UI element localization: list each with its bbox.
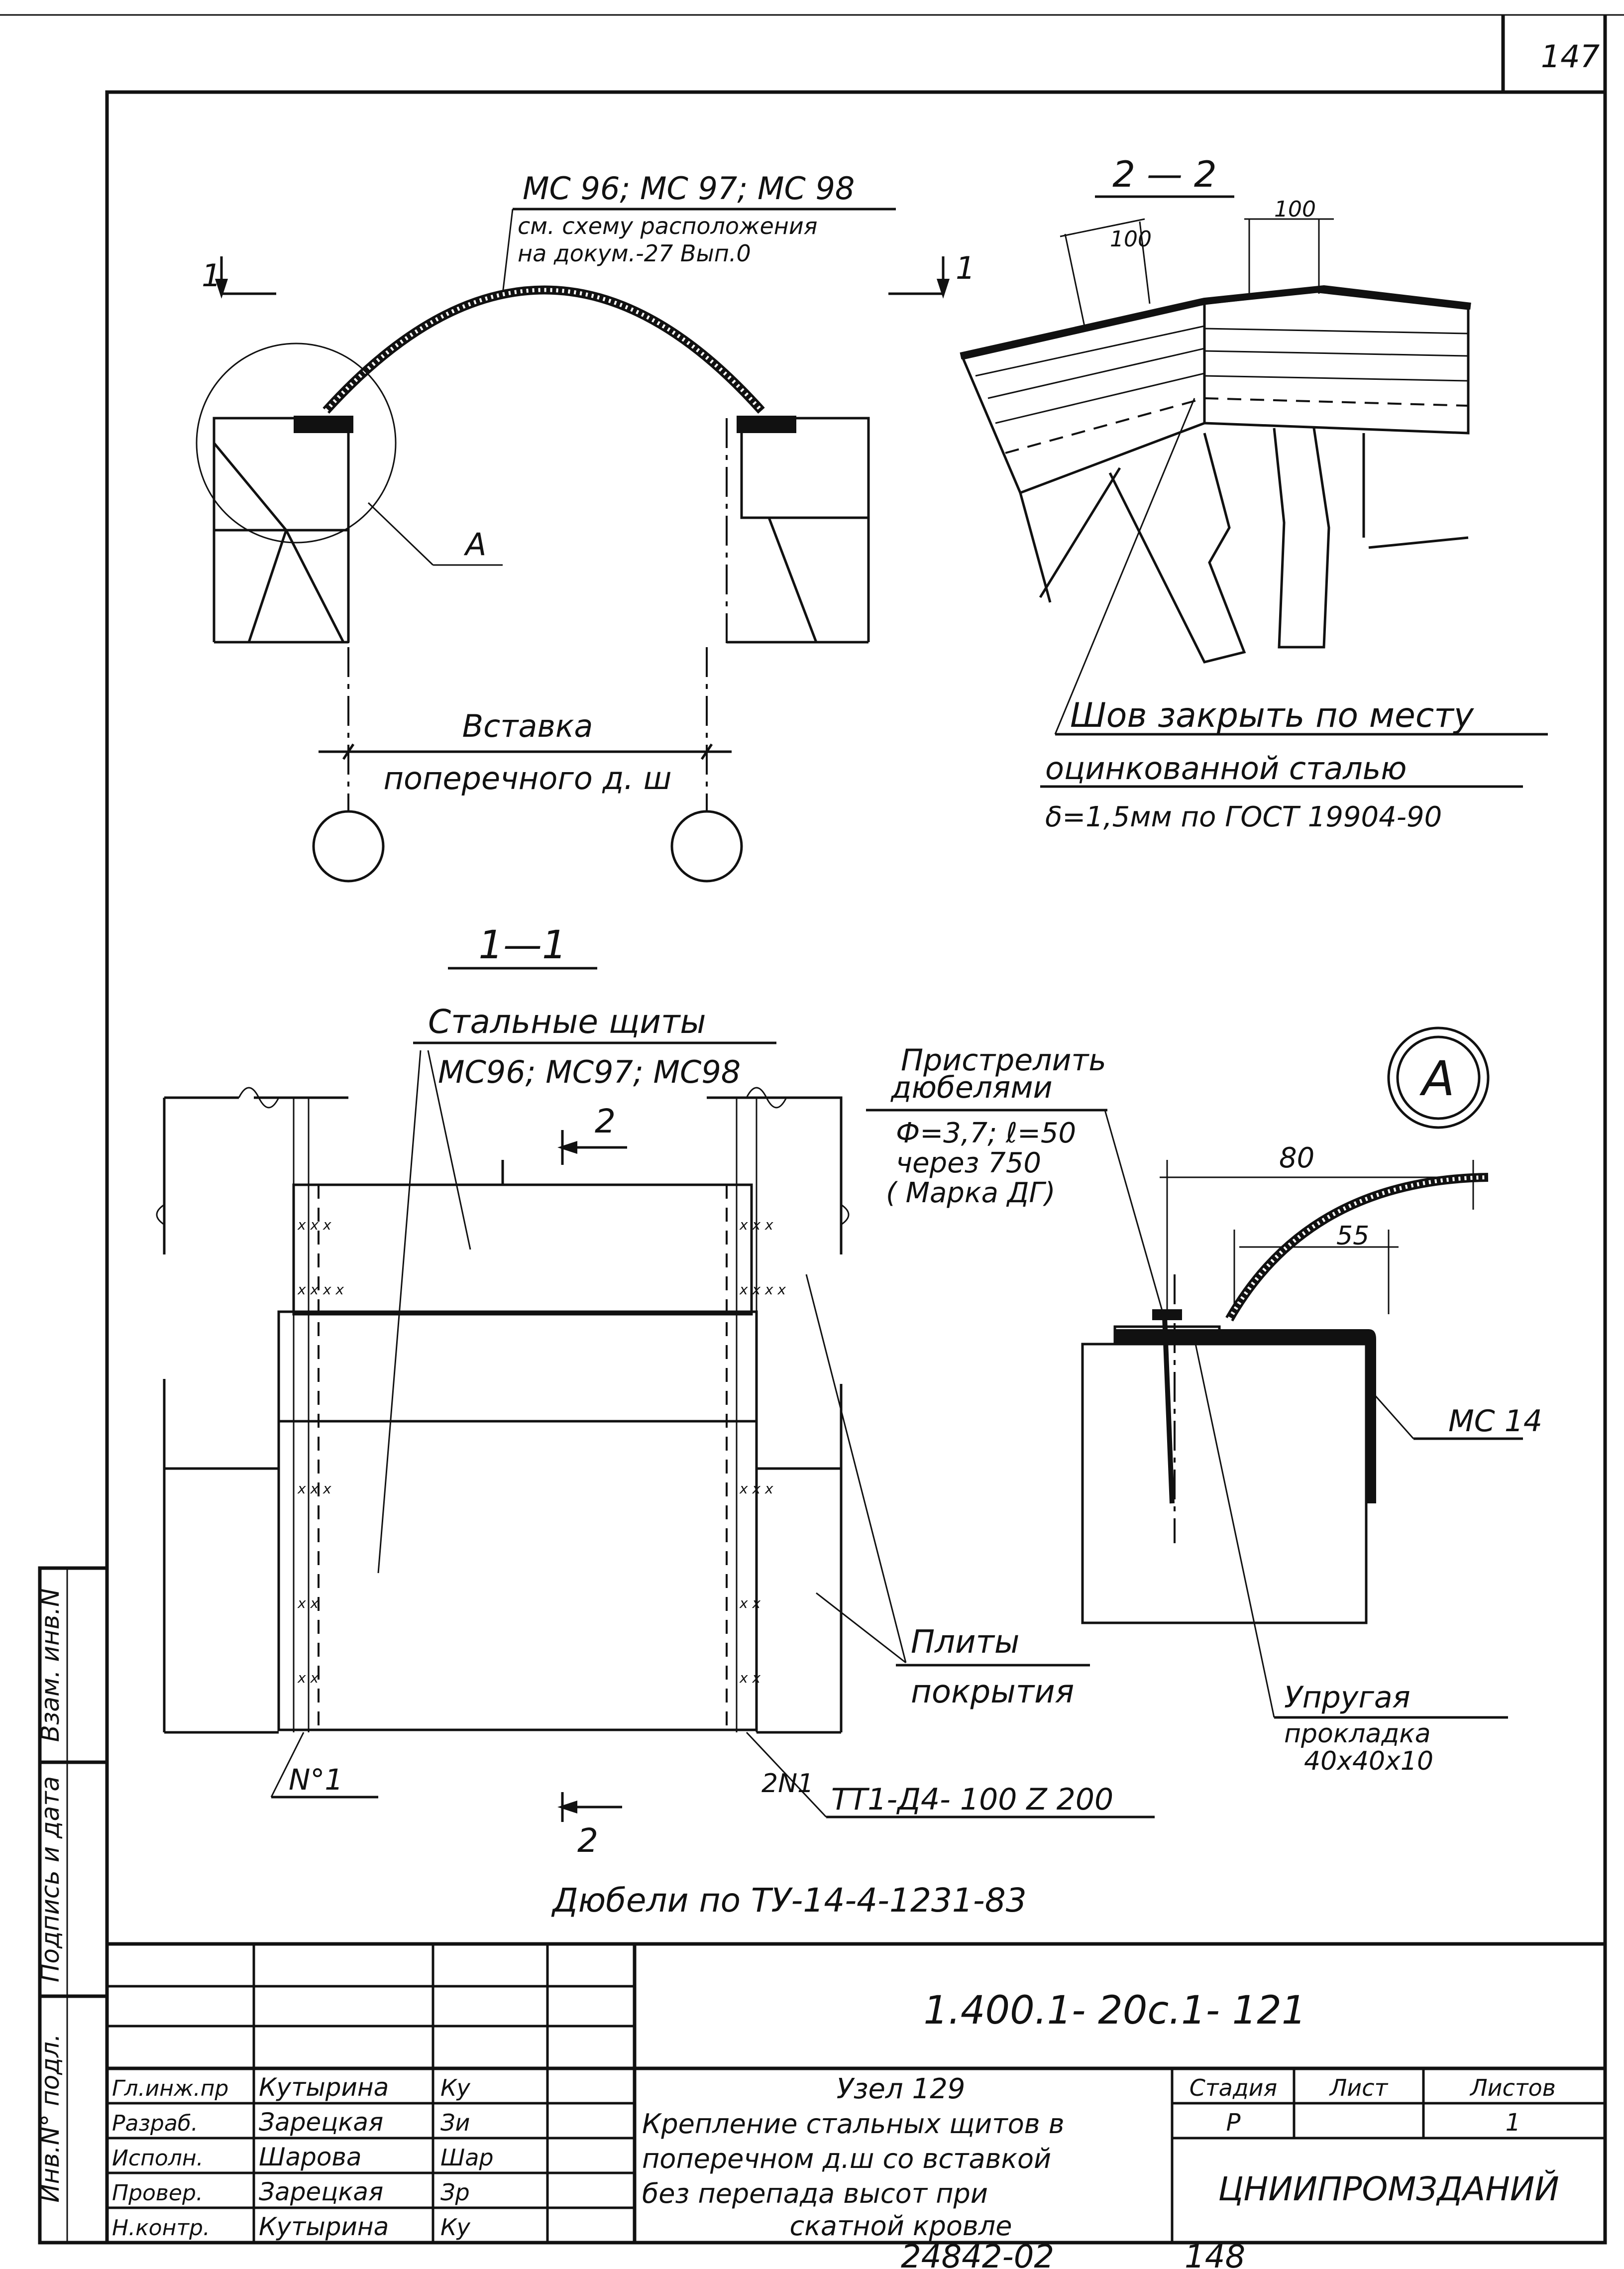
svg-text:x x x x: x x x x (297, 1281, 344, 1298)
dim-100-left: 100 (1110, 227, 1152, 252)
shoot-note-1: Пристрелить (901, 1043, 1106, 1078)
svg-text:x x: x x (739, 1595, 760, 1611)
spec-2: через 750 (896, 1147, 1041, 1179)
cut-mark-top: 2 (595, 1102, 616, 1140)
vzam-label: Взам. инв.N (36, 1588, 65, 1742)
role-2: Разраб. (112, 2111, 198, 2136)
svg-text:x x x: x x x (297, 1480, 331, 1497)
label-steel-2: МС96; МС97; МС98 (438, 1054, 741, 1090)
svg-text:x x x x: x x x x (739, 1281, 786, 1298)
bottom-code: 24842-02 (901, 2239, 1054, 2269)
svg-text:x x x: x x x (739, 1217, 773, 1233)
svg-text:x x x: x x x (297, 1217, 331, 1233)
page-number: 147 (1541, 38, 1600, 75)
seam-note-1: Шов закрыть по месту (1070, 696, 1474, 735)
svg-text:x x x: x x x (739, 1480, 773, 1497)
stage-value: Р (1226, 2109, 1241, 2137)
svg-text:x x: x x (739, 1670, 760, 1686)
gasket-2: прокладка (1284, 1719, 1431, 1749)
callout-note-2: на докум.-27 Вып.0 (518, 240, 751, 267)
name-2: Зарецкая (259, 2108, 383, 2137)
role-4: Провер. (112, 2180, 203, 2206)
gasket-1: Упругая (1284, 1680, 1410, 1715)
signature-3: Шар (440, 2144, 494, 2171)
title-line-1: Узел 129 (837, 2073, 966, 2105)
podpis-label: Подпись и дата (36, 1776, 65, 1982)
dim-55: 55 (1336, 1221, 1369, 1251)
view-detail-a: А Пристрелить дюбелями Ф=3,7; ℓ=50 через… (866, 1026, 1542, 1776)
signature-5: Ку (440, 2214, 471, 2241)
role-1: Гл.инж.пр (112, 2076, 228, 2101)
spec-1: Ф=3,7; ℓ=50 (896, 1117, 1076, 1149)
seam-note-2: оцинкованной сталью (1045, 750, 1407, 787)
sheet-code: 1.400.1- 20с.1- 121 (923, 1988, 1306, 2033)
shoot-note-2: дюбелями (890, 1070, 1053, 1105)
svg-text:x x: x x (297, 1595, 319, 1611)
section-mark-right: 1 (956, 250, 975, 286)
gasket-3: 40х40х10 (1304, 1746, 1433, 1776)
title-line-4: без перепада высот при (642, 2178, 988, 2209)
detail-a-circle-label: А (1419, 1051, 1455, 1107)
svg-text:x x: x x (297, 1670, 319, 1686)
bottom-page: 148 (1185, 2239, 1245, 2269)
label-slabs-2: покрытия (911, 1674, 1074, 1710)
title-line-2: Крепление стальных щитов в (642, 2108, 1065, 2140)
name-1: Кутырина (259, 2073, 389, 2102)
title-line-3: поперечном д.ш со вставкой (642, 2143, 1051, 2174)
section-1-1-title: 1—1 (478, 923, 566, 968)
name-3: Шарова (259, 2143, 362, 2171)
dowel-marking: ТТ1-Д4- 100 Z 200 (831, 1782, 1113, 1817)
weld-marks-right: x x x x x x x x x x x x x x (739, 1217, 786, 1686)
detail-label-a: А (463, 526, 486, 563)
organization: ЦНИИПРОМЗДАНИЙ (1218, 2169, 1559, 2208)
name-5: Кутырина (259, 2212, 389, 2241)
insert-label-2: поперечного д. ш (384, 760, 672, 796)
callout-title: МС 96; МС 97; МС 98 (523, 170, 855, 207)
label-2n1: 2N1 (761, 1769, 814, 1799)
title-block: 1.400.1- 20с.1- 121 Гл.инж.пр Разраб. Ис… (105, 1942, 1607, 2269)
mark-mc14: МС 14 (1448, 1404, 1542, 1439)
callout-note-1: см. схему расположения (518, 213, 817, 239)
weld-marks-left: x x x x x x x x x x x x x x (297, 1217, 344, 1686)
view-section-1-1: 1—1 Стальные щиты МС96; МС97; МС98 2 2 (156, 923, 1155, 1920)
role-3: Исполн. (112, 2146, 204, 2171)
cut-mark-bottom: 2 (577, 1821, 598, 1860)
view-section-2-2: 2 — 2 100 100 Шов закрыть по месту (960, 153, 1548, 833)
label-steel-1: Стальные щиты (428, 1003, 706, 1041)
dim-100-right: 100 (1274, 197, 1316, 222)
spec-3: ( Марка ДГ) (886, 1177, 1056, 1209)
label-n1: N°1 (289, 1763, 343, 1797)
inv-label: Инв.N° подл. (36, 2034, 65, 2202)
sheets-total: 1 (1506, 2109, 1521, 2137)
col-stage: Стадия (1190, 2074, 1277, 2101)
name-4: Зарецкая (259, 2177, 383, 2206)
signature-2: Зи (440, 2109, 470, 2136)
side-stamp: Взам. инв.N Подпись и дата Инв.N° подл. (36, 1566, 109, 2245)
role-5: Н.контр. (112, 2215, 210, 2241)
view-top-left: МС 96; МС 97; МС 98 см. схему расположен… (196, 170, 975, 883)
title-line-5: скатной кровле (790, 2210, 1012, 2242)
insert-label-1: Вставка (462, 708, 593, 744)
seam-note-3: δ=1,5мм по ГОСТ 19904-90 (1045, 801, 1442, 833)
section-2-2-title: 2 — 2 (1112, 153, 1216, 195)
col-sheet: Лист (1329, 2074, 1389, 2101)
dim-80: 80 (1279, 1142, 1314, 1174)
col-sheets: Листов (1469, 2074, 1556, 2101)
signature-4: Зр (440, 2179, 470, 2206)
label-slabs-1: Плиты (911, 1624, 1019, 1661)
dowel-note: Дюбели по ТУ-14-4-1231-83 (551, 1881, 1027, 1920)
signature-1: Ку (440, 2074, 471, 2101)
